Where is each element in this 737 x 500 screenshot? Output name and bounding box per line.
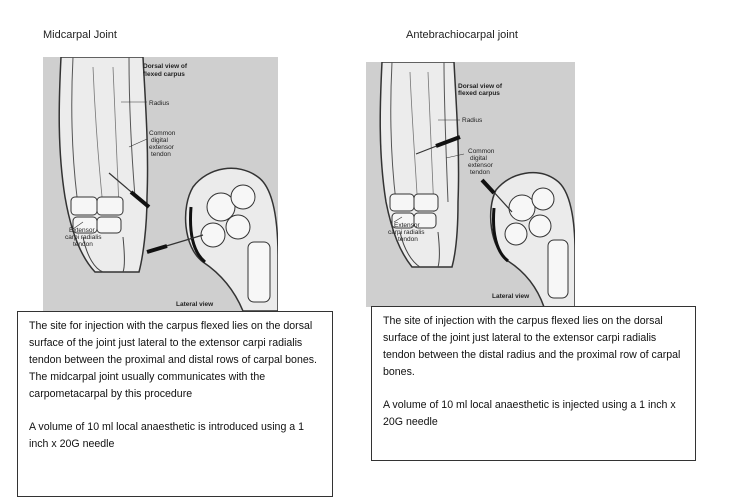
fig-cdet-line3: extensor — [149, 144, 175, 151]
fig-ecr-line2: carpi radialis — [65, 234, 102, 241]
antebrachiocarpal-site-text: The site of injection with the carpus fl… — [383, 315, 681, 378]
fig-ecr-line1: Extensor — [394, 222, 420, 229]
fig-lateral-label: Lateral view — [492, 293, 530, 300]
midcarpal-illustration: Dorsal view of flexed carpus Radius Comm… — [43, 57, 278, 311]
fig-cdet-line2: digital — [151, 137, 169, 144]
antebrachiocarpal-illustration: Dorsal view of flexed carpus Radius Comm… — [366, 62, 575, 307]
midcarpal-heading: Midcarpal Joint — [43, 29, 117, 41]
fig-cdet-line4: tendon — [151, 151, 171, 158]
fig-ecr-line1: Extensor — [69, 227, 95, 234]
fig-title-line2: flexed carpus — [143, 71, 185, 78]
antebrachiocarpal-figure: Dorsal view of flexed carpus Radius Comm… — [366, 62, 575, 307]
fig-cdet-line1: Common — [149, 130, 176, 137]
fig-title-line1: Dorsal view of — [143, 63, 188, 70]
fig-ecr-line3: tendon — [73, 241, 93, 248]
fig-radius-label: Radius — [149, 100, 170, 107]
fig-cdet-line3: extensor — [468, 162, 494, 169]
fig-cdet-line2: digital — [470, 155, 488, 162]
fig-cdet-line1: Common — [468, 148, 495, 155]
fig-title-line1: Dorsal view of — [458, 83, 503, 90]
fig-radius-label: Radius — [462, 117, 483, 124]
midcarpal-site-text: The site for injection with the carpus f… — [29, 320, 317, 400]
fig-cdet-line4: tendon — [470, 169, 490, 176]
antebrachiocarpal-heading: Antebrachiocarpal joint — [406, 29, 518, 41]
midcarpal-figure: Dorsal view of flexed carpus Radius Comm… — [43, 57, 278, 311]
fig-ecr-line2: carpi radialis — [388, 229, 425, 236]
antebrachiocarpal-volume-text: A volume of 10 ml local anaesthetic is i… — [383, 399, 676, 428]
midcarpal-description-box: The site for injection with the carpus f… — [17, 311, 333, 497]
fig-lateral-label: Lateral view — [176, 301, 214, 308]
fig-ecr-line3: tendon — [398, 236, 418, 243]
antebrachiocarpal-description-box: The site of injection with the carpus fl… — [371, 306, 696, 461]
midcarpal-volume-text: A volume of 10 ml local anaesthetic is i… — [29, 421, 305, 450]
fig-title-line2: flexed carpus — [458, 90, 500, 97]
